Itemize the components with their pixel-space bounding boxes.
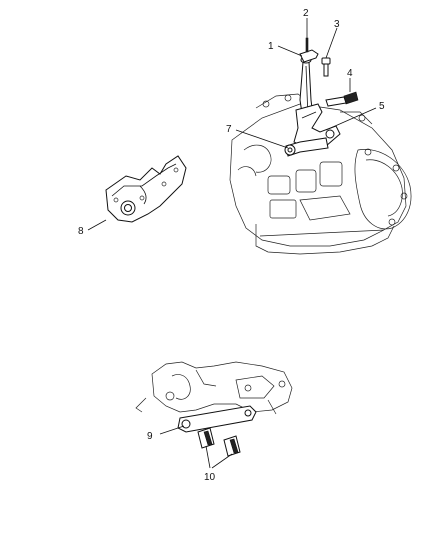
callout-2: 2 bbox=[303, 8, 309, 19]
callout-9: 9 bbox=[147, 431, 153, 442]
gasket-plate bbox=[105, 155, 187, 223]
callout-8: 8 bbox=[78, 226, 84, 237]
callout-7: 7 bbox=[226, 124, 232, 135]
callout-10: 10 bbox=[204, 472, 216, 483]
lower-housing-illustration bbox=[135, 361, 293, 415]
callout-1: 1 bbox=[268, 41, 274, 52]
bracket-bolt-4 bbox=[325, 91, 359, 107]
transaxle-housing-illustration bbox=[229, 93, 412, 255]
shift-cable-end bbox=[284, 137, 329, 157]
support-brace bbox=[177, 405, 257, 433]
leader-lines-lower bbox=[159, 425, 233, 469]
shift-bracket bbox=[293, 103, 341, 149]
leader-lines-upper bbox=[87, 18, 377, 231]
dipstick-handle bbox=[299, 37, 319, 63]
brace-bolts bbox=[197, 427, 241, 457]
callout-5: 5 bbox=[379, 101, 385, 112]
callout-3: 3 bbox=[334, 19, 340, 30]
bracket-bolt-3 bbox=[321, 57, 331, 77]
callout-4: 4 bbox=[347, 68, 353, 79]
